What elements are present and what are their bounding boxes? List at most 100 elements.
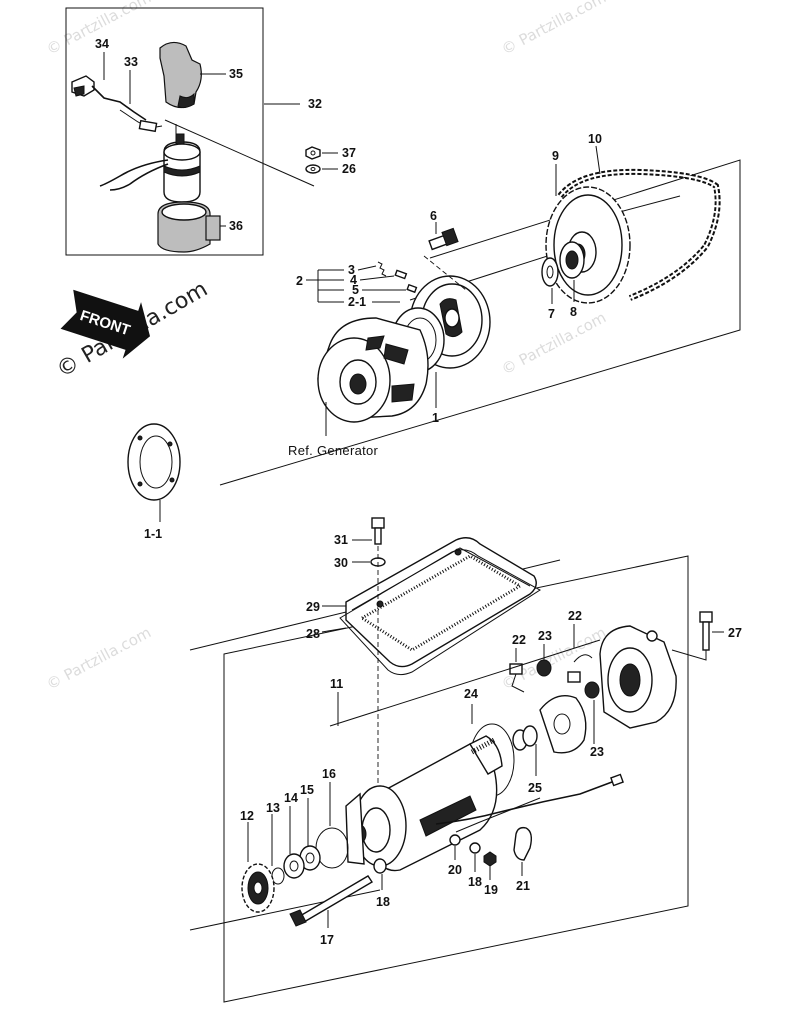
front-arrow-shape (60, 289, 151, 359)
motor-wire (435, 781, 613, 825)
part-37-hole (310, 150, 316, 156)
leader-4 (359, 275, 395, 281)
callout-35: 35 (229, 67, 243, 81)
part-21-cap (513, 826, 533, 861)
bolt-31-shank (374, 527, 382, 545)
callout-34: 34 (95, 37, 109, 51)
callout-12: 12 (240, 809, 254, 823)
callout-15: 15 (300, 783, 314, 797)
callout-23-right: 23 (590, 745, 604, 759)
bolt-6-head (441, 227, 459, 247)
washer-7-inner (546, 265, 554, 279)
callout-11: 11 (330, 677, 343, 691)
callout-3: 3 (348, 263, 355, 277)
brush-plate-body (539, 695, 587, 754)
rear-housing-inner (619, 663, 641, 697)
part-34-detail (73, 85, 85, 97)
washer-25-b (522, 725, 538, 747)
part-13-clip (271, 867, 285, 885)
spring-23-a (536, 659, 552, 677)
callout-6: 6 (430, 209, 437, 223)
part-36-tab (205, 215, 221, 241)
callout-21: 21 (516, 879, 530, 893)
callout-36: 36 (229, 219, 243, 233)
part-19-nut (483, 851, 497, 867)
gasket-hole (169, 477, 175, 483)
leader-10 (595, 145, 601, 175)
callout-24: 24 (464, 687, 478, 701)
part-16-oring (315, 827, 349, 869)
bolt-17-head (289, 909, 307, 927)
part-4-pin (394, 269, 408, 280)
part-10-chain (557, 168, 721, 301)
chain-loop-inner (559, 170, 719, 299)
rear-housing-boss (646, 630, 658, 642)
solenoid-band (163, 165, 201, 177)
part-1-rotor (409, 275, 491, 369)
part-7-washer (541, 257, 559, 287)
part-12-sprocket (241, 863, 275, 913)
motor-commutator (470, 737, 496, 755)
gasket-inner (139, 435, 173, 489)
part-25-brush-plate (539, 695, 587, 754)
part-28-gasket (339, 549, 541, 676)
callout-20: 20 (448, 863, 462, 877)
part-35-detail (177, 92, 195, 109)
callout-19: 19 (484, 883, 498, 897)
rotor-hub (444, 308, 460, 328)
solenoid-inset (65, 7, 315, 256)
part-18-washer-a (373, 858, 387, 874)
callout-1-1: 1-1 (144, 527, 162, 541)
callout-13: 13 (266, 801, 280, 815)
cover-29-hole (376, 600, 384, 608)
bolt-27-head (699, 611, 713, 623)
front-direction-arrow: FRONT (60, 289, 151, 359)
leader-3 (357, 265, 377, 271)
motor-wire-terminal (610, 773, 624, 787)
spring-23-b (584, 681, 600, 699)
callout-37: 37 (342, 146, 356, 160)
part-23-spring-a (536, 659, 552, 677)
callout-8: 8 (570, 305, 577, 319)
axis-line-11 (329, 639, 601, 727)
callout-5: 5 (352, 283, 359, 297)
callout-16: 16 (322, 767, 336, 781)
nut-washer-group (305, 146, 321, 174)
motor-shading (419, 795, 477, 837)
leader-28 (321, 627, 347, 633)
part-33-tab (138, 119, 158, 133)
small-parts-3-4-5 (377, 261, 418, 294)
part-35-cover (159, 41, 202, 109)
bolt-27-axis (671, 649, 707, 661)
inset-frame (65, 7, 264, 256)
solenoid-terminal (175, 133, 185, 145)
bolt-27-shank (702, 621, 710, 651)
motor-armature (469, 735, 503, 775)
callout-22-left: 22 (512, 633, 526, 647)
sprocket-12-bore (253, 881, 263, 895)
part-18-washer-b (469, 842, 481, 854)
callout-23-left: 23 (538, 629, 552, 643)
part-22-brush-right (567, 654, 593, 683)
part-3-spring (377, 261, 387, 277)
part-20-washer (449, 834, 461, 846)
generator-fin-1 (383, 343, 409, 365)
starter-box-line-b (189, 889, 381, 931)
part-9-sprocket (545, 186, 631, 304)
part-17-through-bolt (289, 875, 373, 927)
gasket-hole (137, 481, 143, 487)
generator-fin-2 (391, 383, 415, 403)
inset-guide (164, 119, 315, 187)
callout-28: 28 (306, 627, 320, 641)
callout-14: 14 (284, 791, 298, 805)
callout-18-right: 18 (468, 875, 482, 889)
callout-26: 26 (342, 162, 356, 176)
gasket-hole (167, 441, 173, 447)
callout-4: 4 (350, 273, 357, 287)
motor-lead-wire (455, 797, 541, 833)
callout-2-1: 2-1 (348, 295, 366, 309)
part-15-hole (305, 852, 315, 864)
callout-2: 2 (296, 274, 303, 288)
assembly-line-b (611, 195, 681, 215)
